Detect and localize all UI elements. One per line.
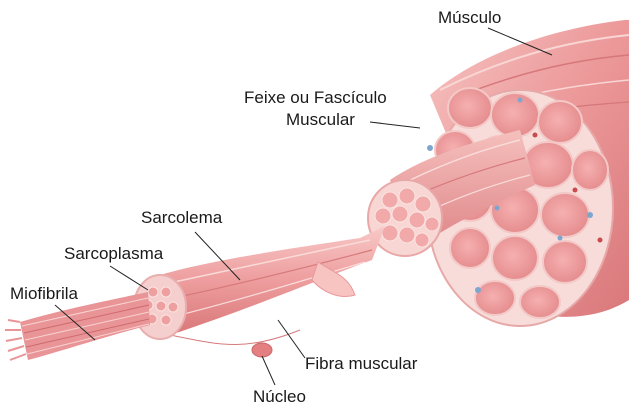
leader-feixe xyxy=(370,122,420,128)
label-nucleo: Núcleo xyxy=(253,388,306,406)
label-feixe-muscular: Muscular xyxy=(286,111,355,129)
label-fibra-muscular: Fibra muscular xyxy=(305,355,417,373)
leader-fibra xyxy=(278,320,305,358)
label-miofibrila: Miofibrila xyxy=(10,285,78,303)
nucleus xyxy=(252,343,272,357)
label-sarcoplasma: Sarcoplasma xyxy=(64,245,163,263)
muscle-fiber xyxy=(134,226,385,357)
label-sarcolema: Sarcolema xyxy=(141,209,222,227)
leader-nucleo xyxy=(262,356,275,385)
label-feixe-fasciculo: Feixe ou Fascículo xyxy=(244,89,387,107)
label-musculo: Músculo xyxy=(438,9,501,27)
leader-sarcoplasma xyxy=(110,266,148,290)
